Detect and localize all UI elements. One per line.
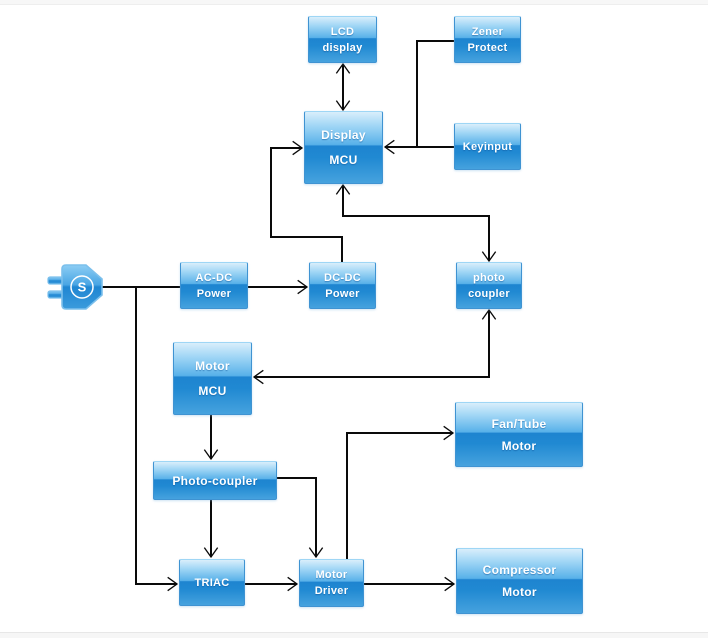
block-label: MCU [329, 152, 358, 167]
block-label: Compressor [482, 563, 557, 577]
block-label: Photo-coupler [172, 473, 258, 488]
top-border-strip [0, 0, 708, 5]
block-label: Motor [502, 585, 537, 599]
block-label: AC-DC [195, 271, 233, 284]
block-label: Driver [314, 585, 349, 597]
block-zener-protect: Zener Protect [454, 16, 521, 63]
bottom-border-strip [0, 632, 708, 638]
connector-motor-driver-fan-tube [346, 425, 455, 559]
block-label: Motor [195, 358, 230, 373]
block-lcd-display: LCD display [308, 16, 377, 63]
connector-photo-coupler2-motor-driver [277, 477, 324, 559]
block-label: LCD [330, 25, 355, 38]
connector-plug-triac [135, 287, 179, 592]
connector-photo-coupler-motor-mcu [252, 308, 497, 385]
block-display-mcu: Display MCU [304, 111, 383, 184]
block-motor-mcu: Motor MCU [173, 342, 252, 415]
block-label: Zener [471, 25, 504, 38]
block-ac-dc-power: AC-DC Power [180, 262, 248, 309]
block-photo-coupler: photo coupler [456, 262, 522, 309]
block-fan-tube-motor: Fan/Tube Motor [455, 402, 583, 467]
block-label: photo [472, 271, 506, 284]
block-label: Display [321, 127, 366, 142]
power-plug-icon: S [46, 258, 108, 318]
block-label: Keyinput [462, 140, 513, 153]
block-label: MCU [198, 383, 227, 398]
block-label: Power [325, 287, 360, 300]
connector-dc-dc-display-mcu [270, 140, 343, 262]
block-label: TRIAC [194, 576, 230, 589]
block-label: display [322, 41, 363, 54]
block-label: coupler [468, 287, 510, 300]
block-compressor-motor: Compressor Motor [456, 548, 583, 614]
block-keyinput: Keyinput [454, 123, 521, 170]
connector-zener-protect-join [416, 40, 456, 146]
block-label: Motor [315, 569, 348, 581]
block-label: Fan/Tube [491, 416, 547, 431]
block-photo-coupler-2: Photo-coupler [153, 461, 277, 500]
block-triac: TRIAC [179, 559, 245, 606]
block-label: Protect [467, 41, 508, 54]
block-label: Motor [501, 438, 537, 453]
block-dc-dc-power: DC-DC Power [309, 262, 376, 309]
plug-letter: S [78, 280, 87, 295]
block-motor-driver: Motor Driver [299, 559, 364, 607]
connector-display-mcu-photo-coupler [335, 183, 497, 263]
block-label: Power [196, 287, 232, 300]
block-label: DC-DC [324, 271, 361, 284]
